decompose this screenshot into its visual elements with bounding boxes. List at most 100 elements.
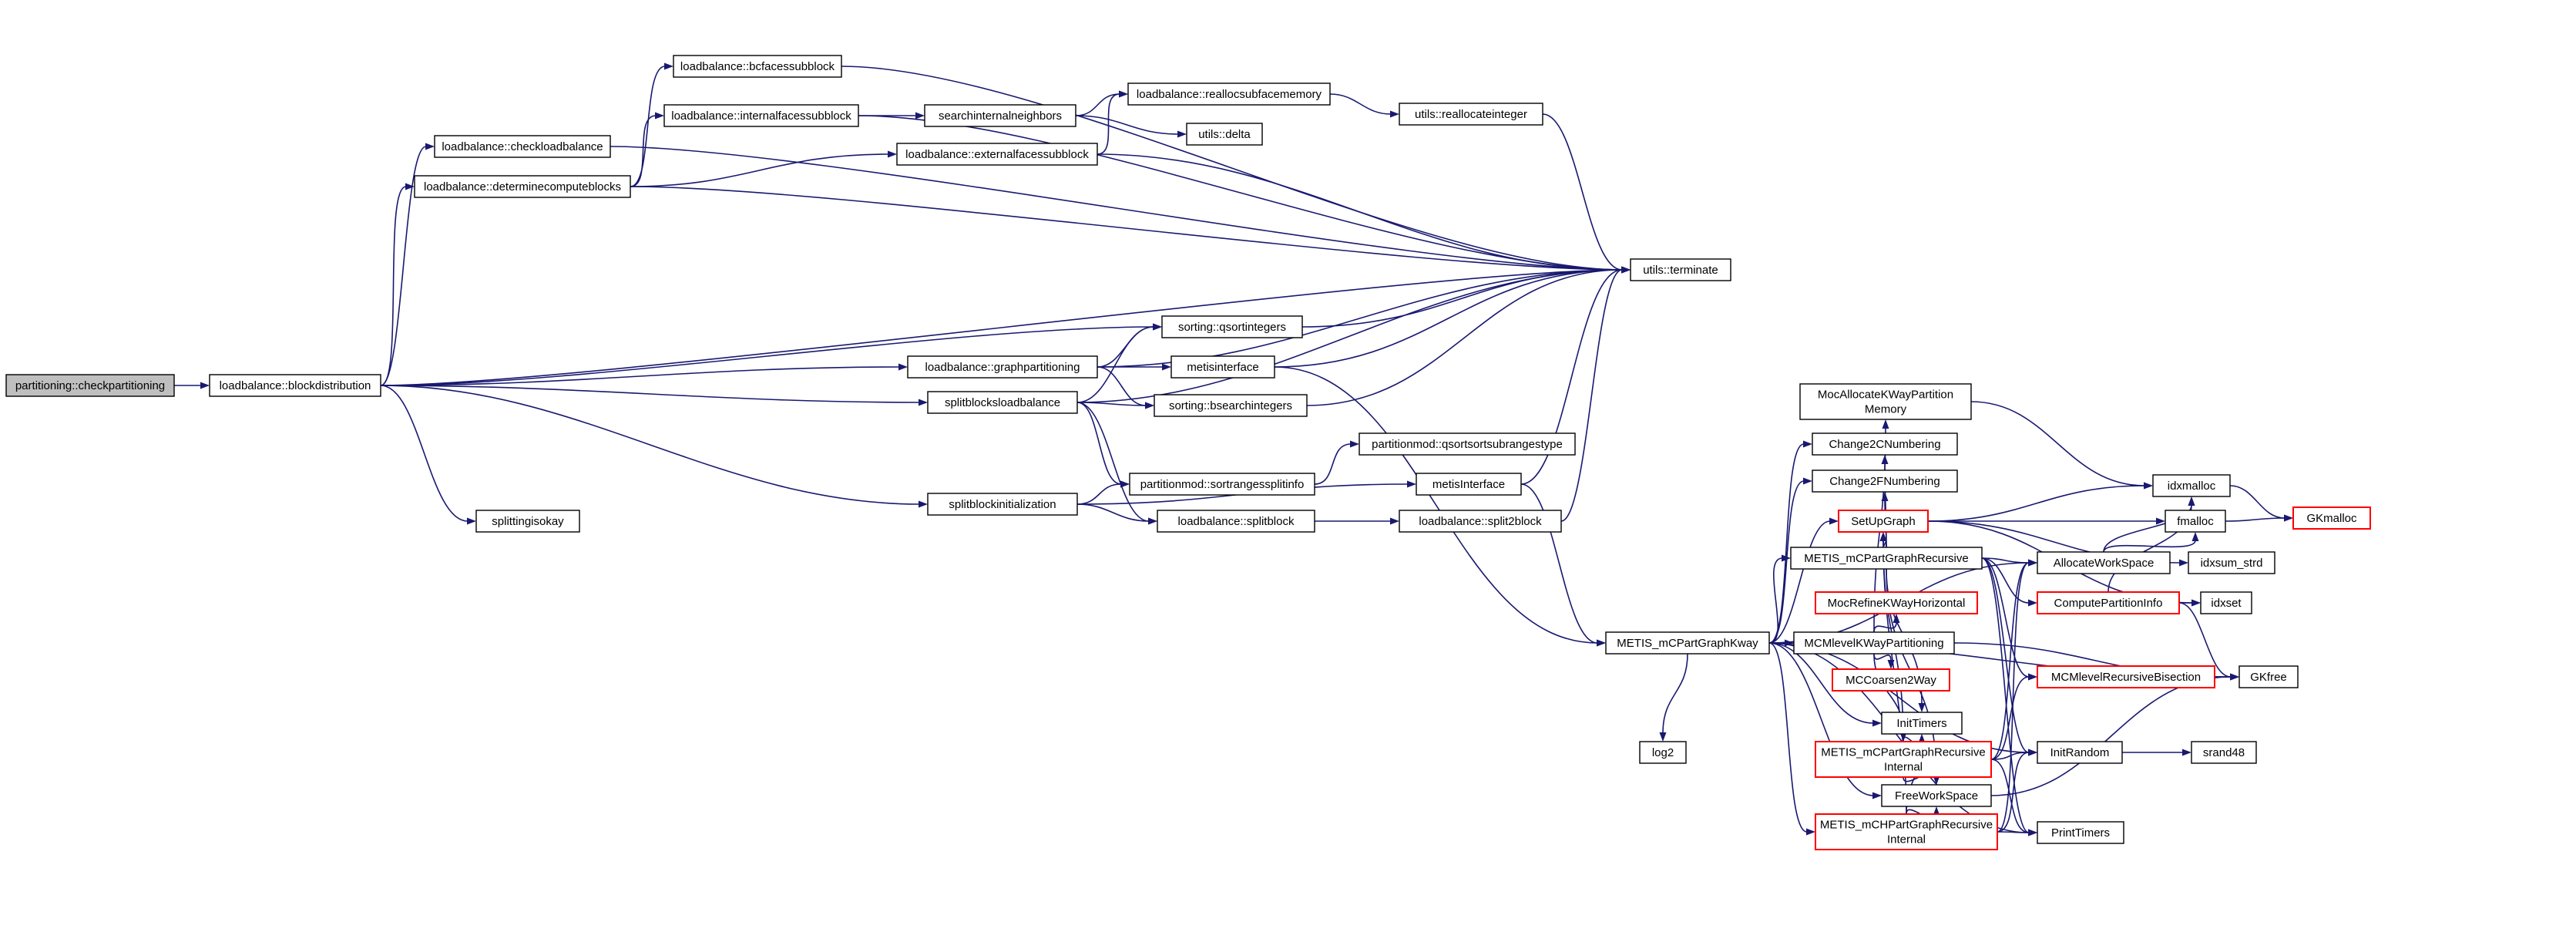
- node-box[interactable]: [1881, 712, 1963, 735]
- node-box[interactable]: [2188, 551, 2275, 574]
- node-qsortsortsubrangestype[interactable]: partitionmod::qsortsortsubrangestype: [1359, 432, 1576, 456]
- node-box[interactable]: [1630, 258, 1731, 281]
- node-box[interactable]: [1815, 813, 1998, 850]
- node-splitblockinitialization[interactable]: splitblockinitialization: [927, 493, 1078, 516]
- node-idxsum[interactable]: idxsum_strd: [2188, 551, 2275, 574]
- node-mocrefine[interactable]: MocRefineKWayHorizontal: [1815, 591, 1978, 614]
- node-bcfacessubblock[interactable]: loadbalance::bcfacessubblock: [673, 55, 842, 78]
- node-box[interactable]: [2037, 665, 2215, 688]
- node-bsearchintegers[interactable]: sorting::bsearchintegers: [1154, 394, 1308, 417]
- node-idxset[interactable]: idxset: [2200, 591, 2252, 614]
- node-box[interactable]: [414, 175, 631, 198]
- node-box[interactable]: [1799, 383, 1972, 420]
- node-box[interactable]: [1157, 510, 1315, 533]
- node-splittingisokay[interactable]: splittingisokay: [475, 510, 580, 533]
- node-box[interactable]: [2165, 510, 2226, 533]
- node-metis_recursive[interactable]: METIS_mCPartGraphRecursive: [1790, 547, 1983, 570]
- node-box[interactable]: [1359, 432, 1576, 456]
- node-box[interactable]: [2037, 741, 2123, 764]
- node-box[interactable]: [1639, 741, 1687, 764]
- node-terminate[interactable]: utils::terminate: [1630, 258, 1731, 281]
- node-box[interactable]: [2037, 821, 2124, 844]
- node-box[interactable]: [1881, 784, 1992, 807]
- node-searchinternalneighbors[interactable]: searchinternalneighbors: [924, 104, 1076, 127]
- node-box[interactable]: [927, 391, 1078, 414]
- node-gkfree[interactable]: GKfree: [2238, 665, 2299, 688]
- node-checkpartitioning[interactable]: partitioning::checkpartitioning: [5, 374, 175, 397]
- node-splitblocksloadbalance[interactable]: splitblocksloadbalance: [927, 391, 1078, 414]
- node-box[interactable]: [1186, 123, 1263, 146]
- node-metis_kway[interactable]: METIS_mCPartGraphKway: [1605, 631, 1770, 655]
- node-box[interactable]: [1399, 510, 1562, 533]
- node-box[interactable]: [2238, 665, 2299, 688]
- node-delta[interactable]: utils::delta: [1186, 123, 1263, 146]
- node-determinecomputeblocks[interactable]: loadbalance::determinecomputeblocks: [414, 175, 631, 198]
- node-box[interactable]: [927, 493, 1078, 516]
- node-box[interactable]: [1790, 547, 1983, 570]
- node-gkmalloc[interactable]: GKmalloc: [2292, 506, 2371, 530]
- node-reallocateinteger[interactable]: utils::reallocateinteger: [1399, 103, 1543, 126]
- node-box[interactable]: [1129, 473, 1315, 496]
- node-box[interactable]: [1832, 668, 1950, 692]
- node-box[interactable]: [2191, 741, 2257, 764]
- node-split2block[interactable]: loadbalance::split2block: [1399, 510, 1562, 533]
- node-graphpartitioning[interactable]: loadbalance::graphpartitioning: [907, 355, 1098, 379]
- node-setupgraph[interactable]: SetUpGraph: [1838, 510, 1929, 533]
- node-idxmalloc[interactable]: idxmalloc: [2152, 474, 2231, 497]
- node-sortrangessplitinfo[interactable]: partitionmod::sortrangessplitinfo: [1129, 473, 1315, 496]
- node-box[interactable]: [1812, 432, 1958, 456]
- node-computepartinfo[interactable]: ComputePartitionInfo: [2037, 591, 2180, 614]
- node-box[interactable]: [1815, 591, 1978, 614]
- node-checkloadbalance[interactable]: loadbalance::checkloadbalance: [434, 135, 611, 158]
- node-box[interactable]: [1838, 510, 1929, 533]
- node-change2f[interactable]: Change2FNumbering: [1812, 469, 1958, 493]
- node-box[interactable]: [2200, 591, 2252, 614]
- node-box[interactable]: [1170, 355, 1275, 379]
- node-box[interactable]: [663, 104, 859, 127]
- node-internalfacessubblock[interactable]: loadbalance::internalfacessubblock: [663, 104, 859, 127]
- node-box[interactable]: [1416, 473, 1522, 496]
- node-box[interactable]: [1812, 469, 1958, 493]
- node-box[interactable]: [2037, 591, 2180, 614]
- node-box[interactable]: [1161, 315, 1303, 338]
- node-box[interactable]: [673, 55, 842, 78]
- node-box[interactable]: [1154, 394, 1308, 417]
- node-freework[interactable]: FreeWorkSpace: [1881, 784, 1992, 807]
- node-box[interactable]: [1793, 631, 1955, 655]
- node-box[interactable]: [1127, 82, 1331, 106]
- node-box[interactable]: [896, 143, 1098, 166]
- node-box[interactable]: [1605, 631, 1770, 655]
- node-metisinterface_l[interactable]: metisinterface: [1170, 355, 1275, 379]
- node-inittimers[interactable]: InitTimers: [1881, 712, 1963, 735]
- node-box[interactable]: [1815, 741, 1992, 778]
- node-box[interactable]: [209, 374, 381, 397]
- node-mcmrecursivebisect[interactable]: MCMlevelRecursiveBisection: [2037, 665, 2215, 688]
- node-splitblock[interactable]: loadbalance::splitblock: [1157, 510, 1315, 533]
- node-box[interactable]: [1399, 103, 1543, 126]
- node-box[interactable]: [434, 135, 611, 158]
- node-box[interactable]: [907, 355, 1098, 379]
- node-box[interactable]: [2152, 474, 2231, 497]
- node-reallocsubfacememory[interactable]: loadbalance::reallocsubfacememory: [1127, 82, 1331, 106]
- node-allocatework[interactable]: AllocateWorkSpace: [2037, 551, 2171, 574]
- node-box[interactable]: [2037, 551, 2171, 574]
- node-externalfacessubblock[interactable]: loadbalance::externalfacessubblock: [896, 143, 1098, 166]
- node-mcmlevelkway[interactable]: MCMlevelKWayPartitioning: [1793, 631, 1955, 655]
- node-change2c[interactable]: Change2CNumbering: [1812, 432, 1958, 456]
- node-fmalloc[interactable]: fmalloc: [2165, 510, 2226, 533]
- node-metisinterface_u[interactable]: metisInterface: [1416, 473, 1522, 496]
- node-box[interactable]: [2292, 506, 2371, 530]
- node-srand48[interactable]: srand48: [2191, 741, 2257, 764]
- node-log2[interactable]: log2: [1639, 741, 1687, 764]
- node-printtimers[interactable]: PrintTimers: [2037, 821, 2124, 844]
- node-box[interactable]: [475, 510, 580, 533]
- node-mccoarsen[interactable]: MCCoarsen2Way: [1832, 668, 1950, 692]
- node-box[interactable]: [5, 374, 175, 397]
- node-box[interactable]: [924, 104, 1076, 127]
- node-qsortintegers[interactable]: sorting::qsortintegers: [1161, 315, 1303, 338]
- node-blockdistribution[interactable]: loadbalance::blockdistribution: [209, 374, 381, 397]
- node-initrandom[interactable]: InitRandom: [2037, 741, 2123, 764]
